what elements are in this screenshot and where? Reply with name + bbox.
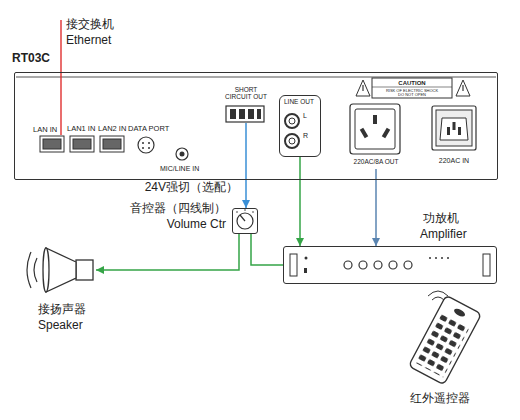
node-text: RT03C: [12, 52, 50, 66]
amplifier-front: [290, 254, 490, 276]
node-text: 音控器（四线制）: [118, 202, 226, 216]
node-text: L: [303, 112, 307, 120]
remote-label: 红外遥控器: [410, 392, 470, 406]
amplifier-box: 功放机Amplifier: [283, 246, 497, 284]
data-port: [138, 137, 154, 153]
port-name: MIC/LINE IN: [160, 165, 199, 173]
ac-in-socket: [432, 106, 476, 150]
signal-wire: [96, 234, 239, 270]
signal-wire: [375, 169, 377, 246]
lan-port: LAN IN: [41, 137, 65, 153]
volume-knob: [236, 209, 254, 229]
caution-text: DO NOT OPEN: [372, 93, 452, 97]
node-text: LINE OUT: [279, 98, 319, 105]
ir-waves: [428, 291, 448, 300]
volume-control: 音控器（四线制）Volume Ctr: [232, 208, 258, 234]
caution-text: RISK OF ELECTRIC SHOCK: [372, 89, 452, 93]
node-text: SHORT CIRCUIT OUT: [222, 86, 270, 100]
speaker: 接扬声器Speaker: [26, 245, 96, 295]
caution-title: CAUTION: [372, 80, 452, 86]
ir-remote: [409, 295, 482, 384]
line-out-jacks: [285, 114, 299, 148]
signal-wire: [251, 234, 283, 265]
edge-label: 24V强切（选配）: [118, 181, 238, 195]
terminal-block: [226, 106, 264, 122]
ethernet-note: 接交换机: [66, 18, 114, 32]
node-text: Speaker: [38, 319, 83, 333]
node-text: 功放机: [423, 212, 459, 226]
line-out-box: LINE OUT L R: [279, 95, 321, 157]
node-text: Volume Ctr: [118, 218, 226, 232]
port-name: 220AC IN: [426, 157, 482, 165]
terminal-port: SHORT CIRCUIT OUT: [227, 107, 265, 123]
ethernet-line: [60, 20, 61, 135]
signal-wire: [299, 157, 301, 246]
ac-out-port: 220AC/8A OUT: [351, 105, 401, 169]
ethernet-note: Ethernet: [66, 34, 111, 48]
port-name: LAN2 IN: [98, 125, 126, 134]
lan-ports: [40, 136, 124, 152]
ac-out-socket: [350, 104, 400, 154]
node-text: 220AC/8A OUT: [347, 158, 405, 165]
panel-ground: [14, 72, 498, 180]
node-text: 接扬声器: [38, 303, 86, 317]
speaker-horn: [27, 248, 93, 292]
mic-jack: [176, 148, 188, 160]
caution-plate: [356, 78, 470, 98]
node-text: R: [303, 132, 308, 140]
panel-rim: [16, 77, 496, 78]
node-text: LAN IN: [33, 126, 57, 135]
port-name: DATA PORT: [128, 125, 169, 134]
signal-wire: [245, 123, 247, 208]
port-name: LAN1 IN: [67, 125, 95, 134]
node-text: Amplifier: [420, 228, 467, 242]
